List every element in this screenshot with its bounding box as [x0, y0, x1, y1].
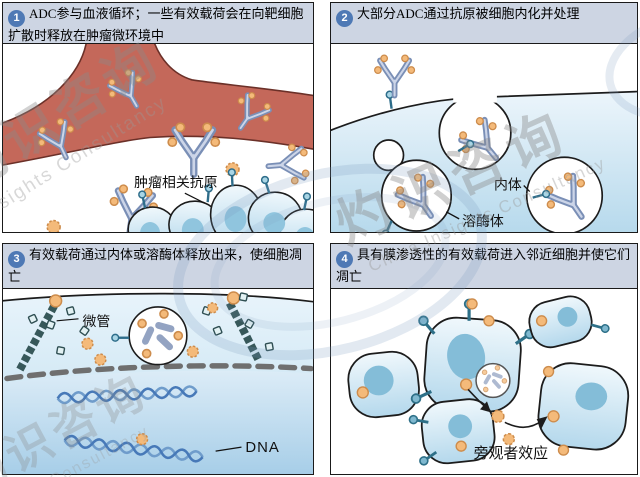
step-3-badge: 3	[8, 251, 25, 268]
lysosome-label-line	[445, 211, 460, 220]
bystander-label: 旁观者效应	[474, 444, 549, 462]
endosome-label: 内体	[494, 177, 522, 193]
nuclear-envelope	[4, 363, 313, 382]
panel-3-illustration: 微管 DNA	[3, 289, 313, 474]
arrowhead	[480, 401, 548, 429]
bound-adc	[375, 55, 415, 111]
cell-membrane	[3, 292, 313, 303]
panel-2-illustration: 内体 溶酶体	[331, 44, 637, 232]
antigen-label-line	[184, 192, 205, 204]
panel-2-title: 大部分ADC通过抗原被细胞内化并处理	[357, 6, 580, 21]
payload-on-dna-icon	[135, 432, 149, 446]
target-cell-center	[408, 297, 538, 439]
diffusing-payload-icon	[491, 409, 516, 446]
endosome	[525, 156, 604, 232]
panel-1-title: ADC参与血液循环；一些有效载荷会在向靶细胞扩散时释放在肿瘤微环境中	[8, 6, 304, 43]
dna-label: DNA	[245, 440, 279, 456]
panel-2-header: 2 大部分ADC通过抗原被细胞内化并处理	[331, 3, 637, 44]
vesicle-with-degraded-adc	[110, 307, 187, 366]
nucleus	[3, 370, 313, 474]
free-payload-icon	[466, 298, 570, 456]
panel-4-illustration: 旁观者效应	[331, 289, 637, 474]
dna-label-line	[215, 446, 242, 452]
neighbor-cell-left	[347, 350, 420, 419]
microtubule-label: 微管	[82, 314, 110, 330]
microtubule-icon	[16, 291, 263, 372]
cell-nucleus	[140, 206, 313, 232]
step-2-badge: 2	[336, 10, 353, 27]
endocytosis-pit	[438, 80, 512, 171]
step-4-badge: 4	[336, 251, 353, 268]
neighbor-cell-top-right	[528, 295, 612, 349]
payload-icon	[81, 302, 219, 366]
tumor-cells	[127, 167, 313, 232]
lysosome	[372, 139, 453, 232]
panel-2: 2 大部分ADC通过抗原被细胞内化并处理	[330, 2, 638, 233]
antigen-label: 肿瘤相关抗原	[134, 174, 217, 191]
microtubule-label-line	[56, 318, 79, 322]
panel-4-title: 具有膜渗透性的有效载荷进入邻近细胞并使它们凋亡	[336, 247, 631, 284]
neighbor-cell-bottom	[407, 398, 496, 468]
step-1-badge: 1	[8, 10, 25, 27]
panel-3-title: 有效载荷通过内体或溶酶体释放出来，使细胞凋亡	[8, 247, 303, 284]
endosome-label-line	[523, 185, 531, 193]
neighbor-cell-right	[537, 362, 630, 451]
lysosome-label: 溶酶体	[462, 214, 504, 230]
panel-1-illustration: 肿瘤相关抗原	[3, 44, 313, 232]
